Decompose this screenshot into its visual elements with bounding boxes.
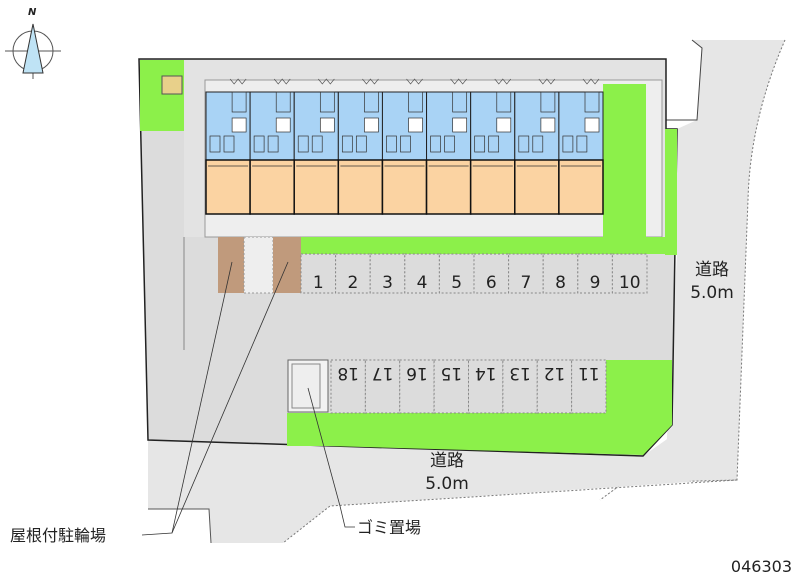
meter-box-icon bbox=[161, 75, 183, 95]
apartment-unit bbox=[293, 78, 340, 215]
road-width: 5.0m bbox=[425, 474, 469, 494]
parking-space-number: 3 bbox=[382, 273, 393, 293]
parking-space-number: 16 bbox=[406, 363, 428, 383]
parking-space: 3 bbox=[369, 253, 406, 294]
compass-icon: N bbox=[5, 7, 61, 79]
parking-space-number: 9 bbox=[590, 273, 601, 293]
parking-space: 16 bbox=[399, 359, 435, 414]
parking-space-number: 4 bbox=[417, 273, 428, 293]
parking-space-number: 8 bbox=[555, 273, 566, 293]
apartment-unit bbox=[469, 78, 516, 215]
property-id: 046303 bbox=[731, 557, 792, 576]
green-area bbox=[301, 237, 677, 254]
north-label: N bbox=[28, 7, 37, 18]
apartment-unit bbox=[425, 78, 472, 215]
road-top-edge bbox=[666, 39, 703, 121]
parking-space: 4 bbox=[404, 253, 440, 294]
road-bottom bbox=[148, 430, 690, 543]
bicycle-parking-space bbox=[243, 236, 274, 294]
road-label: 道路 bbox=[430, 451, 464, 471]
parking-space-number: 14 bbox=[475, 363, 497, 383]
garbage-label: ゴミ置場 bbox=[357, 518, 421, 537]
parking-row-bottom: 18 17 16 15 14 13 12 11 bbox=[330, 359, 607, 414]
parking-space: 11 bbox=[571, 359, 607, 414]
road-right-edge bbox=[599, 39, 786, 501]
road-label: 道路 bbox=[695, 260, 729, 280]
apartment-unit bbox=[514, 78, 560, 215]
parking-space-number: 13 bbox=[509, 363, 531, 383]
parking-space: 13 bbox=[502, 359, 538, 414]
parking-space-number: 6 bbox=[486, 273, 497, 293]
parking-space: 17 bbox=[364, 359, 401, 414]
garbage-box bbox=[291, 363, 321, 409]
parking-space: 7 bbox=[508, 253, 544, 294]
apartment-unit bbox=[558, 78, 604, 215]
leader-line bbox=[307, 387, 355, 528]
road-width: 5.0m bbox=[690, 283, 734, 303]
parking-space: 12 bbox=[536, 359, 573, 414]
apartment-unit bbox=[337, 78, 384, 215]
apartment-unit bbox=[249, 78, 295, 215]
parking-space-number: 11 bbox=[578, 363, 600, 383]
parking-space-number: 7 bbox=[520, 273, 531, 293]
parking-space-number: 5 bbox=[451, 273, 462, 293]
green-area bbox=[606, 360, 672, 413]
parking-space-number: 2 bbox=[347, 273, 358, 293]
parking-space-number: 1 bbox=[313, 273, 324, 293]
parking-space-number: 10 bbox=[619, 273, 641, 293]
green-area bbox=[603, 84, 677, 255]
green-area bbox=[287, 413, 672, 455]
parking-space: 15 bbox=[433, 359, 469, 414]
parking-space: 10 bbox=[611, 253, 648, 294]
parking-space: 2 bbox=[335, 253, 371, 294]
parking-space-number: 18 bbox=[337, 363, 359, 383]
road-bottom-left-edge bbox=[148, 508, 212, 544]
building bbox=[205, 78, 604, 215]
parking-space-number: 12 bbox=[544, 363, 566, 383]
parking-row-top: 1 2 3 4 5 6 7 8 9 10 bbox=[300, 253, 648, 294]
parking-space: 18 bbox=[330, 359, 366, 414]
apartment-unit bbox=[381, 78, 428, 215]
parking-space: 1 bbox=[300, 253, 337, 294]
bicycle-parking-label: 屋根付駐輪場 bbox=[10, 526, 106, 545]
road-right bbox=[600, 40, 785, 500]
parking-space: 14 bbox=[468, 359, 504, 414]
parking-space-number: 17 bbox=[372, 363, 394, 383]
parking-space: 6 bbox=[473, 253, 510, 294]
parking-space-number: 15 bbox=[440, 363, 462, 383]
leader-line bbox=[171, 261, 289, 534]
apartment-unit bbox=[205, 78, 251, 215]
parking-space: 8 bbox=[542, 253, 579, 294]
parking-space: 9 bbox=[577, 253, 613, 294]
parking-space: 5 bbox=[438, 253, 475, 294]
green-area bbox=[140, 60, 184, 131]
